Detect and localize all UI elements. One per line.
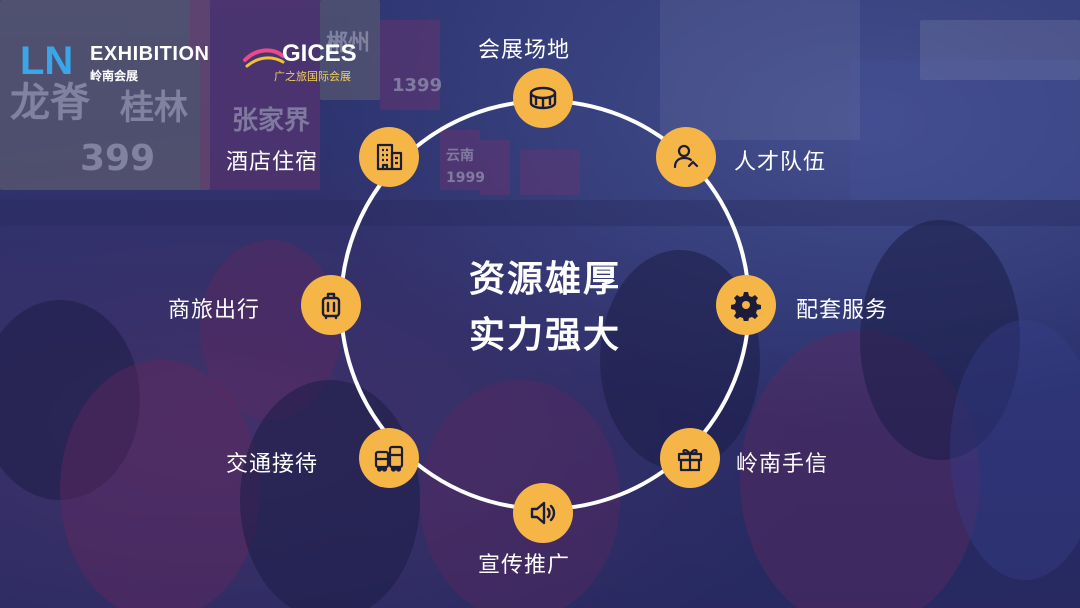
sign-text: 郴州 [326, 31, 371, 56]
sign-panel [380, 20, 440, 110]
sign-text: 张家界 [232, 106, 311, 136]
sign-panel [920, 20, 1080, 80]
luggage-icon [301, 275, 361, 335]
node-label-gifts: 岭南手信 [736, 452, 829, 477]
crowd-shape [950, 320, 1080, 580]
window-panel [660, 0, 860, 140]
svg-text:LN: LN [20, 40, 73, 80]
center-headline-line1: 资源雄厚 [468, 259, 621, 300]
team-icon [656, 127, 716, 187]
sign-panel [0, 0, 210, 190]
crowd-shape [60, 360, 260, 608]
center-headline-line2: 实力强大 [468, 315, 621, 356]
gear-icon [716, 275, 776, 335]
gices-swoosh-logo [243, 48, 285, 68]
sign-text: 399 [80, 138, 156, 179]
exhibition-subtitle: 岭南会展 [90, 69, 139, 83]
sign-text: 桂林 [120, 88, 188, 128]
sign-text: 龙脊 [10, 80, 90, 126]
hotel-icon [359, 127, 419, 187]
node-label-promotion: 宣传推广 [478, 553, 571, 578]
gift-icon [660, 428, 720, 488]
node-label-services: 配套服务 [796, 298, 889, 323]
sign-panel [850, 60, 1080, 200]
sign-panel [320, 0, 380, 100]
node-label-transport: 交通接待 [226, 452, 319, 477]
gices-subtitle: 广之旅国际会展 [274, 70, 351, 83]
ln-logo: LN [20, 40, 73, 80]
sign-panel [190, 0, 320, 60]
sign-text: 1399 [392, 75, 443, 96]
exhibition-title: EXHIBITION [90, 43, 210, 65]
node-label-hotel: 酒店住宿 [226, 150, 319, 175]
speaker-icon [513, 483, 573, 543]
bus-icon [359, 428, 419, 488]
crowd-shape [860, 220, 1020, 460]
gices-title: GICES [282, 40, 357, 67]
stadium-icon [513, 68, 573, 128]
node-label-team: 人才队伍 [734, 150, 827, 175]
crowd-shape [0, 300, 140, 500]
sign-panel [200, 60, 320, 190]
node-label-venue: 会展场地 [478, 38, 571, 63]
node-label-travel: 商旅出行 [168, 298, 261, 323]
